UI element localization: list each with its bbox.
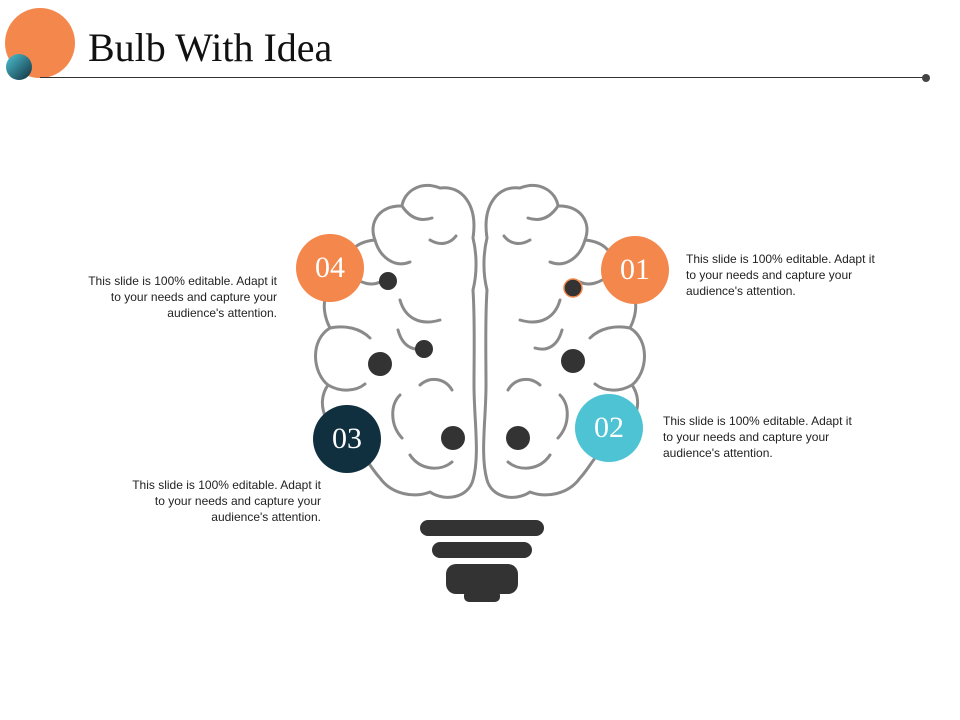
title-underline — [40, 77, 926, 78]
bulb-base-bar-1 — [420, 520, 544, 536]
connector-dot-left-mid-large — [368, 352, 392, 376]
connector-dot-03 — [441, 426, 465, 450]
underline-end-dot — [922, 74, 930, 82]
right-brain-folds — [502, 204, 634, 470]
connector-dot-left-mid-small — [415, 340, 433, 358]
step-badge-03: 03 — [313, 405, 381, 473]
step-01-description: This slide is 100% editable. Adapt it to… — [686, 252, 875, 298]
connector-dot-01 — [563, 278, 583, 298]
left-brain-folds — [326, 204, 458, 470]
step-badge-04: 04 — [296, 234, 364, 302]
logo-teal-circle — [6, 54, 32, 80]
connector-dot-right-mid — [561, 349, 585, 373]
bulb-base-tip — [464, 590, 500, 602]
connector-dot-04 — [379, 272, 397, 290]
page-title: Bulb With Idea — [88, 25, 333, 70]
bulb-base-bar-2 — [432, 542, 532, 558]
step-04-description: This slide is 100% editable. Adapt it to… — [88, 274, 277, 320]
step-badge-01: 01 — [601, 236, 669, 304]
bulb-base-cap — [446, 564, 518, 594]
step-03-description: This slide is 100% editable. Adapt it to… — [132, 478, 321, 524]
step-badge-02: 02 — [575, 394, 643, 462]
step-02-description: This slide is 100% editable. Adapt it to… — [663, 414, 852, 460]
connector-dot-02 — [506, 426, 530, 450]
